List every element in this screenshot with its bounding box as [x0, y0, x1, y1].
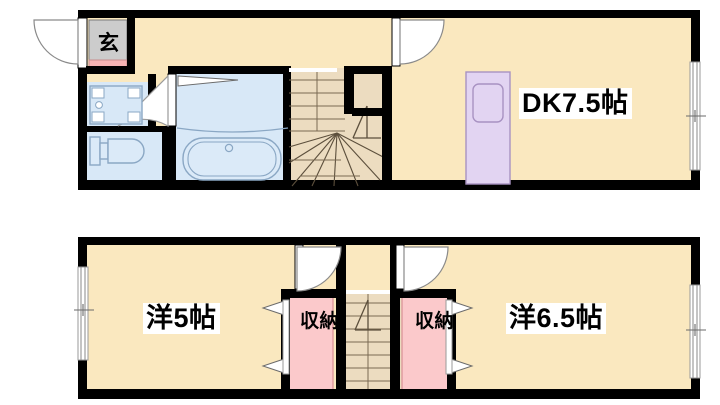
room-right-label: 洋6.5帖	[506, 303, 607, 334]
entrance-door-swing-arc	[33, 19, 79, 65]
closet-left-label: 収納	[300, 311, 340, 332]
upper-stairs-floor	[289, 68, 390, 186]
toilet-icon	[89, 136, 145, 166]
stairs-direction-arrow-lower	[354, 299, 381, 331]
bathroom-wall-right	[283, 66, 291, 186]
closet-left-fill	[286, 296, 334, 394]
closet-right-fill	[401, 296, 449, 394]
closet-right-label: 収納	[415, 311, 455, 332]
entrance-door-frame	[77, 17, 88, 69]
closet-right-wall-top	[396, 289, 456, 298]
genkan-wall-bottom	[86, 66, 135, 74]
room-right-door-panel[interactable]	[395, 244, 405, 290]
upper-hall-wall-right	[382, 66, 392, 116]
upper-stairs-wall-top	[344, 66, 390, 74]
room-right-window[interactable]	[686, 284, 706, 379]
room-right-door-swing-arc	[403, 246, 449, 292]
bathtub-icon	[176, 127, 289, 181]
genkan-wall-right	[127, 10, 135, 68]
lower-hall-wall-left	[336, 245, 346, 395]
lower-hall-wall-right	[390, 245, 400, 395]
upper-wall-top	[78, 10, 700, 18]
lower-stairs-straight	[346, 290, 390, 389]
dk-door-panel[interactable]	[391, 17, 401, 67]
upper-stairs-winder	[288, 68, 390, 187]
upper-hall-wall-div	[352, 108, 392, 116]
dk-door-swing-arc	[399, 19, 445, 65]
closet-left-wall-top	[281, 289, 339, 298]
bathroom-door-panel[interactable]	[167, 73, 177, 127]
lower-wall-top	[78, 237, 700, 245]
closet-left-door-indicators	[261, 299, 290, 375]
dk-label: DK7.5帖	[519, 88, 632, 119]
entrance-label: 玄	[95, 31, 123, 56]
bathtub-drain-icon	[224, 143, 234, 153]
bathroom-wall-top	[168, 66, 290, 74]
upper-hall-wall-lower	[382, 116, 392, 188]
room-left-label: 洋5帖	[143, 303, 220, 334]
kitchen-unit-icon	[465, 71, 511, 185]
toilet-wall-right	[162, 126, 170, 186]
upper-stairs-wall-right	[344, 66, 354, 114]
washbasin-icon	[89, 85, 143, 125]
room-left-door-swing-arc	[296, 246, 342, 292]
lower-wall-bottom	[78, 389, 700, 399]
dk-window[interactable]	[686, 61, 706, 171]
closet-right-door-indicators	[445, 299, 474, 375]
washroom-wall-bottom	[80, 126, 162, 132]
upper-wall-left	[78, 10, 87, 190]
room-left-window[interactable]	[74, 266, 94, 361]
bathroom-door-leaf	[177, 75, 239, 87]
